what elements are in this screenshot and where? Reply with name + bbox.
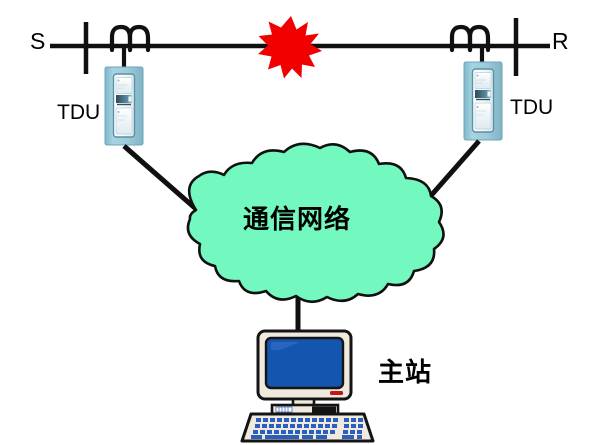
bus-label-s: S <box>30 28 46 54</box>
link-tdu-right-to-cloud <box>426 139 481 201</box>
cloud-label: 通信网络 <box>243 205 352 235</box>
tdu-device-left <box>104 66 144 146</box>
current-transformer-left <box>109 24 151 68</box>
drive-slots <box>275 406 336 413</box>
link-tdu-left-to-cloud <box>122 144 198 211</box>
keyboard-keys <box>251 418 363 439</box>
master-station-label: 主站 <box>378 358 433 388</box>
tdu-device-right <box>463 61 503 141</box>
tdu-label-left: TDU <box>57 101 101 124</box>
tdu-label-right: TDU <box>510 96 554 119</box>
current-transformer-right <box>449 24 491 62</box>
master-station-computer <box>240 329 375 443</box>
communication-network-cloud <box>186 142 445 304</box>
bus-label-r: R <box>552 28 569 54</box>
fault-star <box>258 16 322 79</box>
